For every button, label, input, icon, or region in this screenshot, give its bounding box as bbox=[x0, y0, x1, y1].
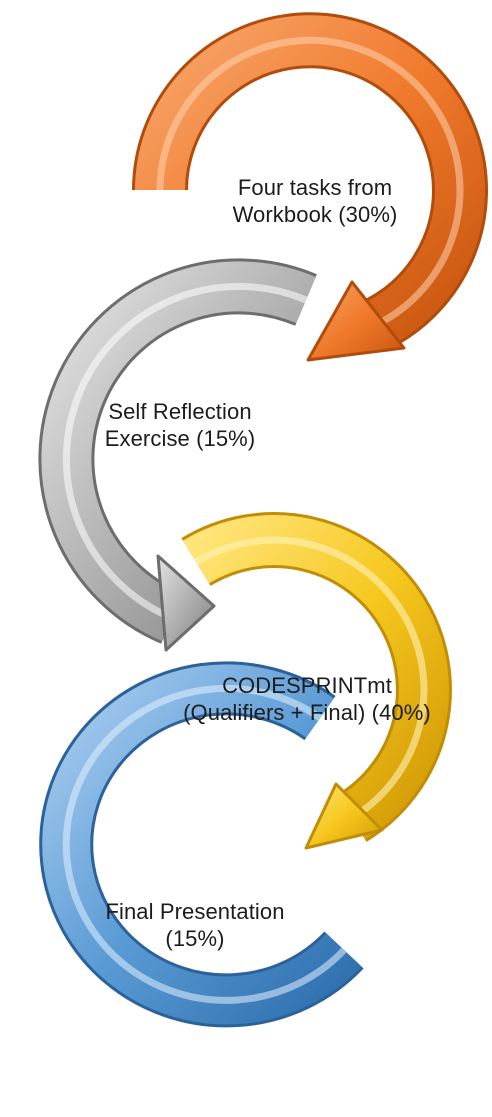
step-label-final-presentation: Final Presentation (15%) bbox=[60, 898, 330, 952]
step-1-line-2: Workbook (30%) bbox=[232, 202, 398, 227]
step-2-line-1: Self Reflection bbox=[108, 399, 252, 424]
step-2-line-2: Exercise (15%) bbox=[104, 426, 256, 451]
step-label-workbook: Four tasks from Workbook (30%) bbox=[210, 174, 420, 228]
arrow-gray bbox=[38, 258, 317, 652]
step-label-codesprint: CODESPRINTmt (Qualifiers + Final) (40%) bbox=[142, 672, 472, 726]
step-4-line-2: (15%) bbox=[165, 926, 225, 951]
step-3-line-1: CODESPRINTmt bbox=[222, 673, 392, 698]
step-label-self-reflection: Self Reflection Exercise (15%) bbox=[80, 398, 280, 452]
arrow-yellow bbox=[181, 512, 452, 850]
step-1-line-1: Four tasks from bbox=[237, 175, 393, 200]
step-3-line-2: (Qualifiers + Final) (40%) bbox=[183, 700, 431, 725]
step-4-line-1: Final Presentation bbox=[105, 899, 285, 924]
arrow-orange bbox=[132, 12, 488, 362]
arrow-blue bbox=[39, 661, 364, 1028]
